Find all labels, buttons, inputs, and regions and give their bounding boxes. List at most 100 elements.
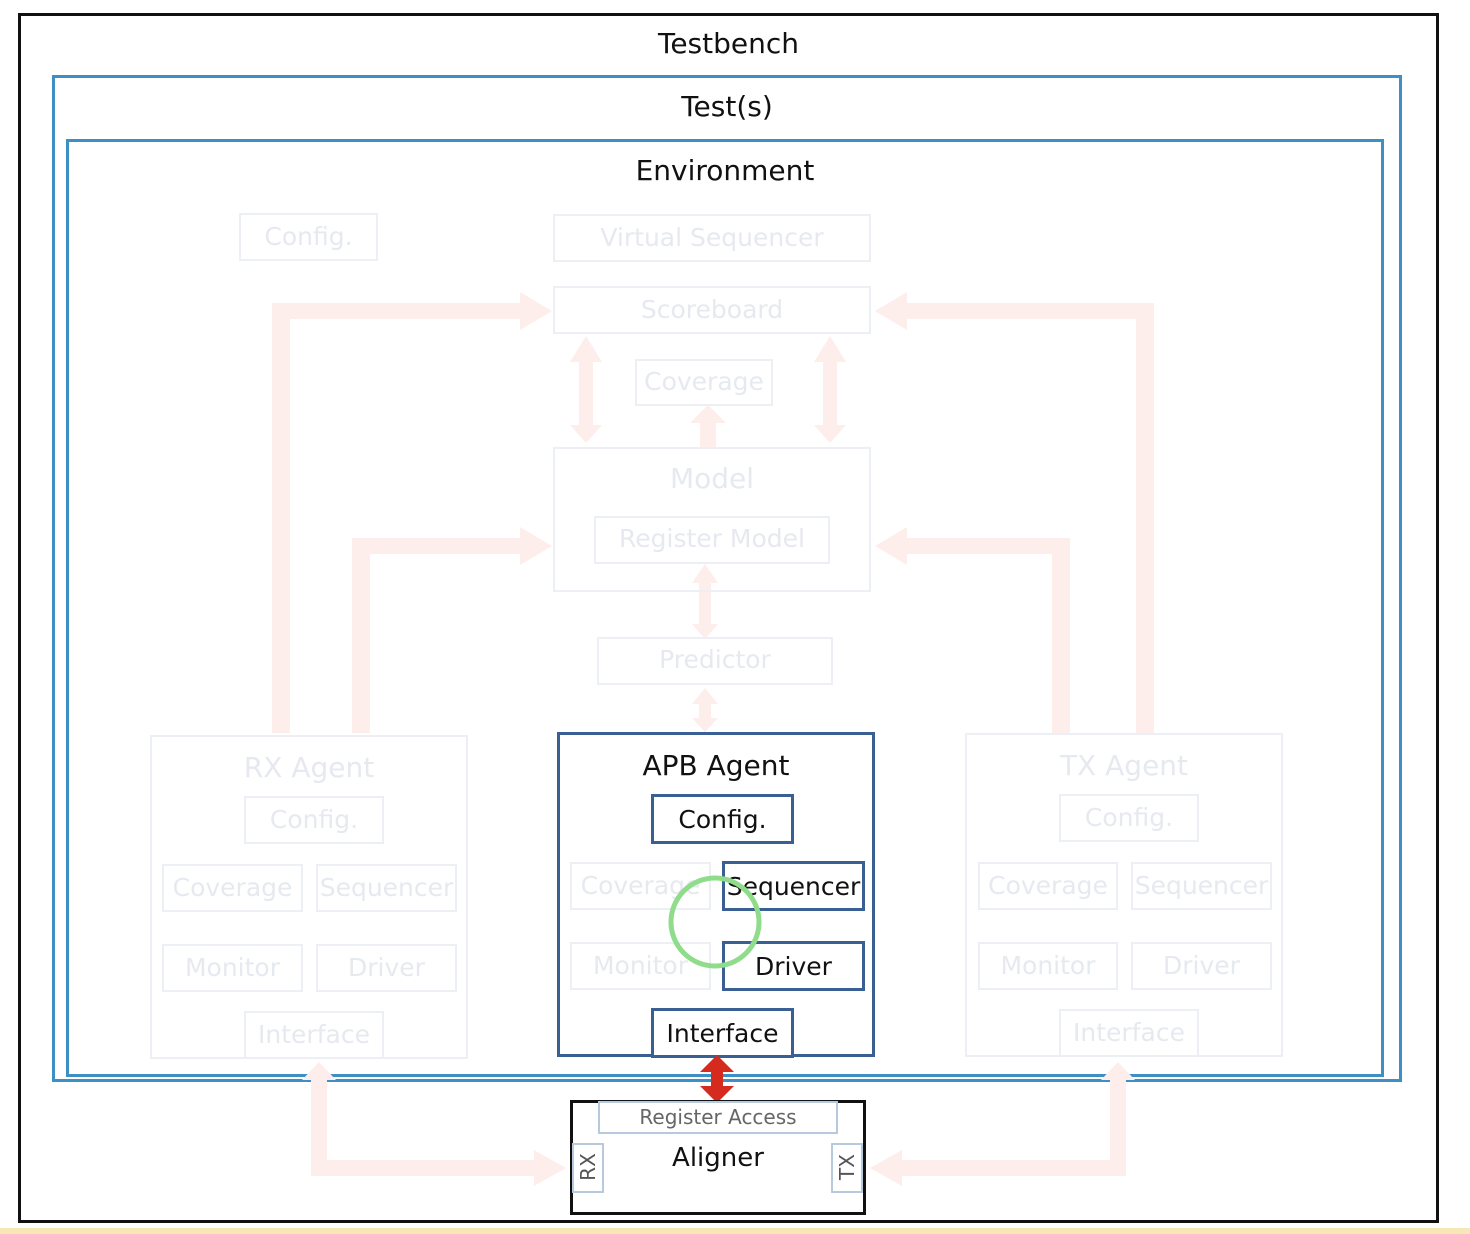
rx-aligner-arrowhead-right <box>534 1150 566 1186</box>
rx-coverage-box <box>162 864 303 912</box>
rx-scoreboard-arrowhead <box>520 292 552 330</box>
tx-aligner-arrowhead-up <box>1101 1062 1135 1080</box>
regmodel-predictor-head-down <box>692 624 718 639</box>
regmodel-predictor-head-up <box>692 564 718 583</box>
virtual-sequencer-label: Virtual Sequencer <box>600 223 824 252</box>
apb-interface-box: Interface <box>651 1008 794 1058</box>
tx-aligner-arrow-vertical <box>1110 1078 1126 1176</box>
tx-config-box <box>1059 794 1199 842</box>
model-box <box>553 447 871 592</box>
scoreboard-model-right-head-down <box>814 425 846 443</box>
predictor-box <box>597 637 833 685</box>
tx-scoreboard-arrow-vertical <box>1136 303 1154 733</box>
scoreboard-model-left-head-up <box>570 336 602 362</box>
apb-config-label: Config. <box>678 804 767 834</box>
predictor-apb-head-up <box>692 688 718 704</box>
tx-config-label: Config. <box>1084 803 1174 832</box>
apb-aligner-arrow-head-up <box>700 1055 734 1072</box>
virtual-sequencer-box <box>553 214 871 262</box>
tx-model-arrowhead <box>875 527 907 565</box>
scoreboard-box <box>553 286 871 334</box>
tx-driver-label: Driver <box>1163 951 1240 980</box>
tx-driver-box <box>1131 942 1272 990</box>
testbench-title: Testbench <box>657 27 800 60</box>
tx-model-arrow-vertical <box>1052 538 1070 733</box>
tx-interface-box <box>1059 1009 1199 1057</box>
tx-port-label: TX <box>835 1154 859 1180</box>
rx-monitor-label: Monitor <box>184 953 281 982</box>
tx-monitor-label: Monitor <box>1000 951 1096 980</box>
rx-monitor-box <box>162 944 303 992</box>
register-model-label: Register Model <box>619 524 805 553</box>
predictor-apb-head-down <box>692 718 718 732</box>
apb-agent-title: APB Agent <box>642 749 790 782</box>
apb-agent-box <box>557 732 875 1057</box>
apb-aligner-arrow <box>700 1055 734 1103</box>
rx-driver-label: Driver <box>348 953 425 982</box>
apb-aligner-arrow-head-down <box>700 1086 734 1103</box>
register-access-label: Register Access <box>639 1105 797 1129</box>
tx-coverage-box <box>978 862 1118 910</box>
rx-scoreboard-arrow-vertical <box>272 303 290 733</box>
bottom-border-strip <box>0 1228 1470 1234</box>
rx-aligner-arrow-vertical <box>311 1078 327 1176</box>
scoreboard-model-right-shaft <box>823 360 837 428</box>
apb-coverage-box <box>570 862 711 910</box>
apb-monitor-label: Monitor <box>592 951 689 980</box>
apb-driver-box: Driver <box>722 941 865 991</box>
rx-aligner-arrow-horizontal <box>311 1160 536 1176</box>
tx-scoreboard-arrowhead <box>875 292 907 330</box>
environment-frame <box>66 139 1384 1077</box>
tx-port-box <box>831 1143 863 1193</box>
tx-sequencer-label: Sequencer <box>1134 871 1269 900</box>
apb-interface-label: Interface <box>666 1018 779 1048</box>
aligner-title: Aligner <box>672 1143 764 1173</box>
rx-sequencer-label: Sequencer <box>319 873 454 902</box>
register-access-box <box>598 1101 838 1134</box>
model-label: Model <box>669 462 755 495</box>
coverage-box <box>635 359 773 406</box>
rx-scoreboard-arrow-horizontal <box>272 303 522 319</box>
tx-model-arrow-horizontal <box>905 538 1070 554</box>
rx-port-label: RX <box>576 1153 600 1181</box>
tests-title: Test(s) <box>681 90 773 123</box>
highlight-circle <box>668 875 762 969</box>
rx-agent-title: RX Agent <box>243 751 375 784</box>
rx-model-arrowhead <box>520 527 552 565</box>
rx-model-arrow-horizontal <box>352 538 522 554</box>
rx-aligner-arrowhead-up <box>302 1062 336 1080</box>
register-model-box <box>594 516 830 564</box>
tests-frame <box>52 75 1402 1082</box>
scoreboard-model-left-shaft <box>579 360 593 428</box>
tx-interface-label: Interface <box>1073 1018 1185 1047</box>
scoreboard-model-right-head-up <box>814 336 846 362</box>
rx-model-arrow-vertical <box>352 538 370 733</box>
rx-config-box <box>244 796 384 844</box>
tx-aligner-arrow-horizontal <box>900 1160 1126 1176</box>
regmodel-predictor-shaft <box>699 580 711 628</box>
rx-driver-box <box>316 944 457 992</box>
tx-monitor-box <box>978 942 1118 990</box>
tx-agent-title: TX Agent <box>1059 749 1189 782</box>
environment-title: Environment <box>635 154 815 187</box>
predictor-label: Predictor <box>659 645 771 674</box>
rx-port-box <box>572 1143 604 1193</box>
apb-aligner-arrow-shaft <box>711 1068 723 1090</box>
predictor-apb-shaft <box>699 700 711 720</box>
scoreboard-model-left-head-down <box>570 425 602 443</box>
model-coverage-head <box>690 405 726 423</box>
apb-config-box: Config. <box>651 794 794 844</box>
tx-scoreboard-arrow-horizontal <box>905 303 1154 319</box>
rx-interface-label: Interface <box>258 1020 370 1049</box>
tx-coverage-label: Coverage <box>988 871 1108 900</box>
rx-sequencer-box <box>316 864 457 912</box>
apb-driver-label: Driver <box>755 951 832 981</box>
scoreboard-label: Scoreboard <box>640 295 784 324</box>
tx-aligner-arrowhead-left <box>870 1150 902 1186</box>
rx-interface-box <box>244 1011 384 1059</box>
testbench-frame <box>18 13 1439 1223</box>
coverage-label: Coverage <box>644 367 764 396</box>
model-coverage-shaft <box>700 420 716 448</box>
